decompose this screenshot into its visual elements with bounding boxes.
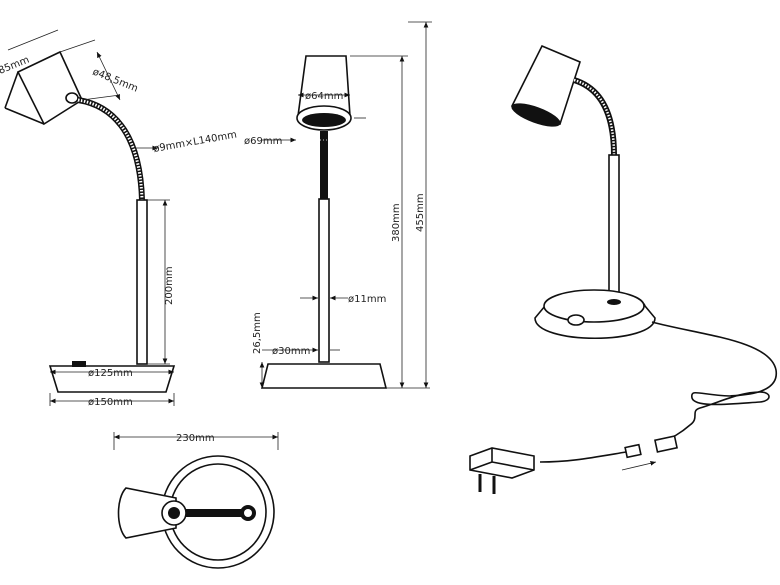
dim-height-total: 455mm [415,193,426,232]
power-adapter [469,447,535,479]
side-pole [136,199,148,365]
dim-shade-bottom: ø69mm [244,136,282,147]
dim-base-top: ø125mm [88,368,133,379]
front-pole [318,198,330,363]
persp-pole [608,154,620,304]
dim-pole-diameter: ø11mm [348,294,386,305]
dim-shade-top: ø64mm [305,91,343,102]
dim-pole-height: 200mm [164,266,175,305]
dim-neck: ø9mm×L140mm [153,129,238,155]
front-base [260,363,388,389]
top-shade [117,487,177,539]
persp-gooseneck [572,77,617,156]
front-view: ø64mm ø69mm ø11mm 26,5mm ø30mm 380mm 455… [244,21,432,389]
dim-base-bottom: ø150mm [88,397,133,408]
top-view: 230mm [113,432,279,569]
side-view: 85mm ø48,5mm ø9mm×L140mm 200mm ø125mm ø1… [0,29,238,408]
dim-top-width: 230mm [176,433,215,444]
dim-height-shade: 380mm [391,203,402,242]
perspective-view [469,44,777,494]
front-gooseneck [320,131,328,199]
dim-pole-base: ø30mm [272,346,310,357]
persp-cable [651,321,777,397]
dim-base-height: 26,5mm [252,312,263,354]
top-gooseneck [186,509,252,517]
